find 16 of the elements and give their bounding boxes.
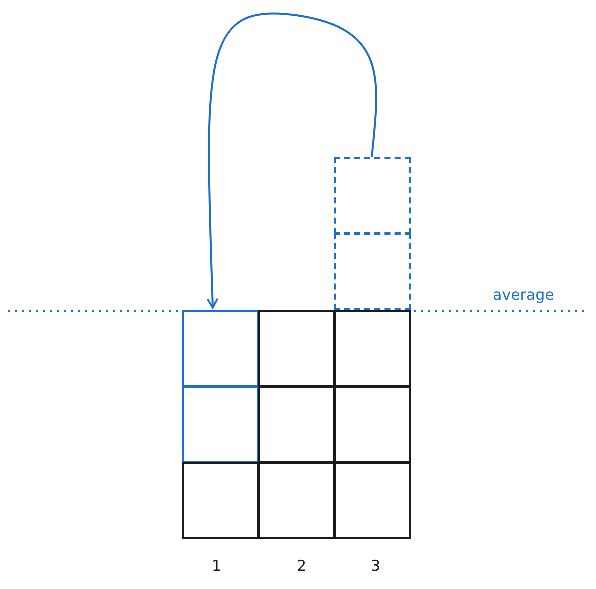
square (258, 462, 335, 539)
square (182, 462, 259, 539)
average-label: average (493, 286, 554, 304)
column-number: 1 (212, 557, 222, 575)
column-number: 3 (371, 557, 381, 575)
square (334, 462, 411, 539)
curved-arrow (206, 12, 378, 309)
dashed-square (334, 157, 411, 234)
column-number: 2 (297, 557, 307, 575)
square (258, 310, 335, 387)
square (258, 386, 335, 463)
square (182, 310, 259, 387)
dashed-square (334, 233, 411, 310)
square (182, 386, 259, 463)
square (334, 386, 411, 463)
square (334, 310, 411, 387)
